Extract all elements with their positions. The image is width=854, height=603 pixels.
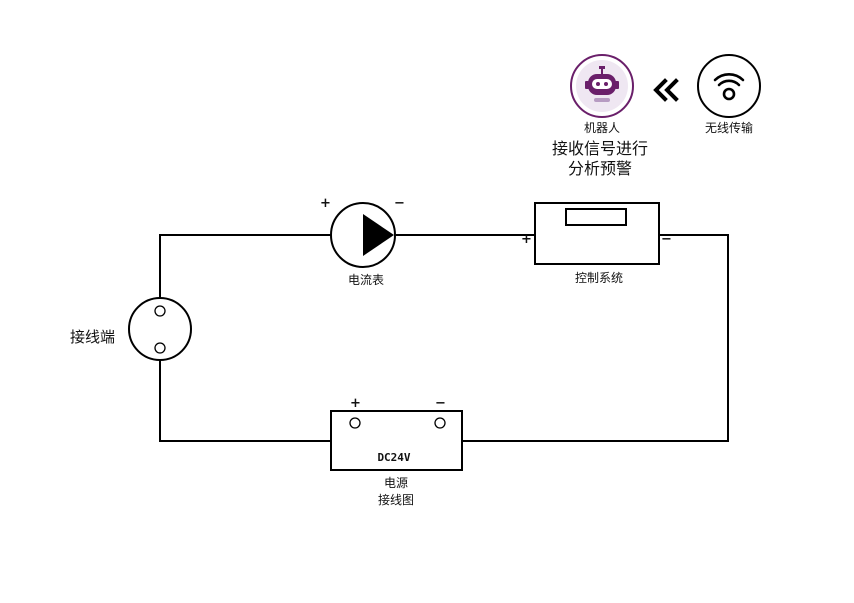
power-terminal-positive	[349, 417, 361, 429]
control-system-box	[534, 202, 660, 265]
wiring-diagram-label: 接线图	[377, 493, 415, 507]
wifi-icon	[697, 54, 761, 118]
robot-label: 机器人	[583, 121, 621, 135]
wire-top-left	[159, 234, 331, 298]
robot-icon	[570, 54, 634, 118]
terminal-hole-bottom	[154, 342, 166, 354]
ammeter-minus-sign: −	[394, 196, 405, 211]
power-plus-sign: +	[350, 396, 361, 411]
control-plus-sign: +	[521, 232, 532, 247]
ammeter-arrow-icon	[363, 214, 394, 256]
ammeter	[330, 202, 396, 268]
power-supply-label: 电源	[383, 476, 409, 490]
terminal	[128, 297, 192, 361]
wireless-label: 无线传输	[704, 121, 754, 135]
terminal-hole-top	[154, 305, 166, 317]
ammeter-label: 电流表	[347, 273, 385, 287]
control-system-label: 控制系统	[574, 271, 624, 285]
wire-bottom-left	[159, 360, 331, 442]
analysis-label-line2: 分析预警	[567, 159, 633, 178]
double-chevron-left-icon	[653, 78, 679, 102]
voltage-label: DC24V	[377, 451, 411, 464]
power-supply-box	[330, 410, 463, 471]
power-terminal-negative	[434, 417, 446, 429]
circuit-wires	[159, 234, 729, 442]
terminal-label: 接线端	[70, 328, 116, 346]
wire-right	[462, 234, 729, 442]
ammeter-plus-sign: +	[320, 196, 331, 211]
power-minus-sign: −	[435, 396, 446, 411]
analysis-label-line1: 接收信号进行	[551, 139, 649, 158]
control-minus-sign: −	[661, 232, 672, 247]
control-display-window	[565, 208, 627, 226]
